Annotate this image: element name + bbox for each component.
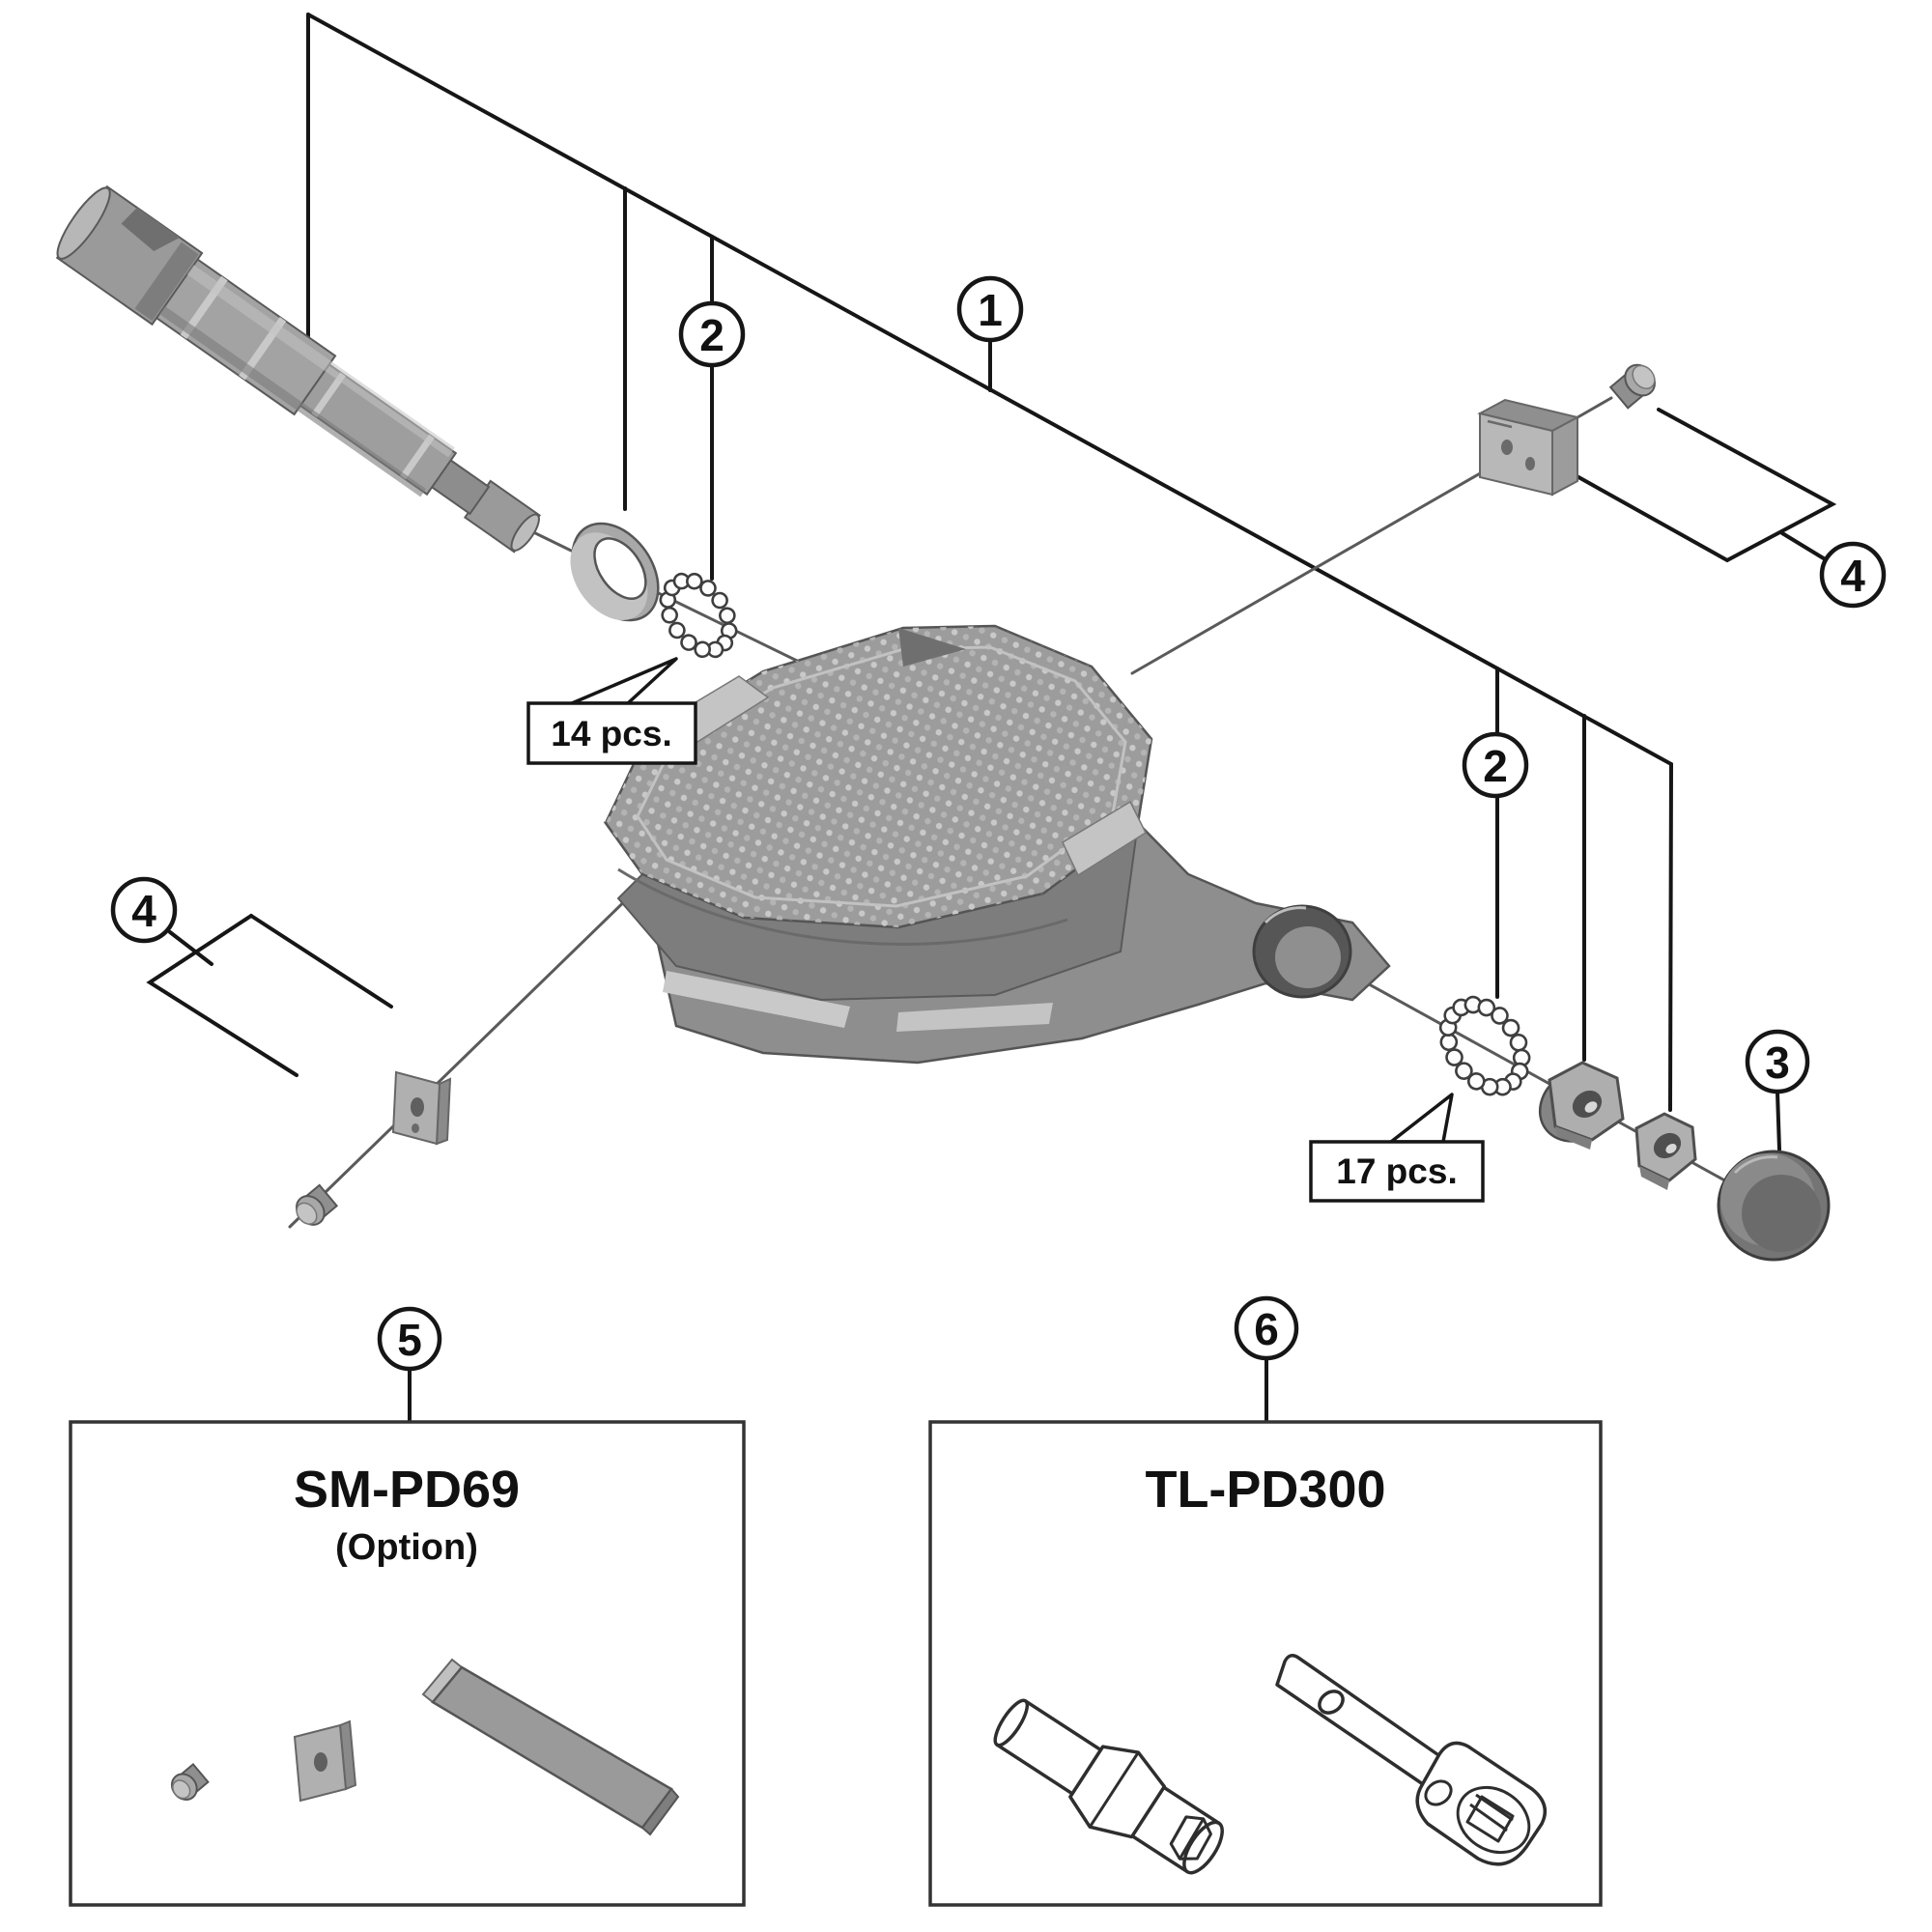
qty-label-14: 14 pcs. [526, 657, 697, 765]
ball-retainer-14 [659, 572, 738, 659]
socket-adapter-tool [993, 1698, 1224, 1875]
svg-text:4: 4 [1840, 551, 1865, 601]
callout-6: 6 [1234, 1295, 1299, 1361]
svg-text:6: 6 [1254, 1304, 1279, 1354]
tool-kit-box: TL-PD300 [928, 1420, 1603, 1907]
leader-lines [146, 13, 1837, 1424]
reflector-screw-left [295, 1183, 339, 1226]
callout-1: 1 [956, 275, 1024, 343]
option-kit-subtitle: (Option) [335, 1527, 478, 1568]
qty-label-17: 17 pcs. [1309, 1093, 1485, 1203]
reflector-kit-bar [421, 1658, 680, 1836]
pedal-body [603, 624, 1391, 1065]
option-kit-box: SM-PD69 (Option) [69, 1420, 746, 1907]
callout-2-left: 2 [678, 300, 746, 368]
reflector-screw-right [1608, 363, 1656, 410]
callout-4-left: 4 [110, 876, 178, 944]
bearings-17-label: 17 pcs. [1336, 1151, 1457, 1191]
lock-nut [1634, 1112, 1697, 1190]
svg-text:4: 4 [131, 886, 156, 936]
svg-text:2: 2 [699, 310, 724, 360]
svg-text:1: 1 [978, 285, 1003, 335]
callouts: 1 2 2 3 4 4 5 6 [110, 275, 1887, 1372]
flange-nut [1538, 1061, 1625, 1150]
callout-3: 3 [1745, 1029, 1810, 1094]
bearings-14-label: 14 pcs. [551, 714, 671, 753]
reflector-plate-left [391, 1070, 452, 1146]
end-cap [1717, 1150, 1831, 1262]
callout-2-right: 2 [1462, 731, 1529, 799]
option-kit-title: SM-PD69 [294, 1461, 520, 1519]
svg-text:2: 2 [1483, 741, 1508, 791]
tool-kit-title: TL-PD300 [1145, 1461, 1385, 1519]
callout-5: 5 [377, 1306, 442, 1372]
reflector-plate-right [1477, 398, 1580, 497]
svg-text:5: 5 [397, 1315, 422, 1365]
svg-text:3: 3 [1765, 1037, 1790, 1088]
reflector-kit-screw [170, 1762, 210, 1801]
reflector-kit-plate [293, 1719, 357, 1803]
pedal-axle [55, 185, 541, 554]
ball-retainer-17 [1438, 995, 1531, 1096]
callout-4-right: 4 [1819, 541, 1887, 609]
tube-wrench-tool [1275, 1654, 1548, 1866]
cone-seal-ring [570, 522, 660, 622]
